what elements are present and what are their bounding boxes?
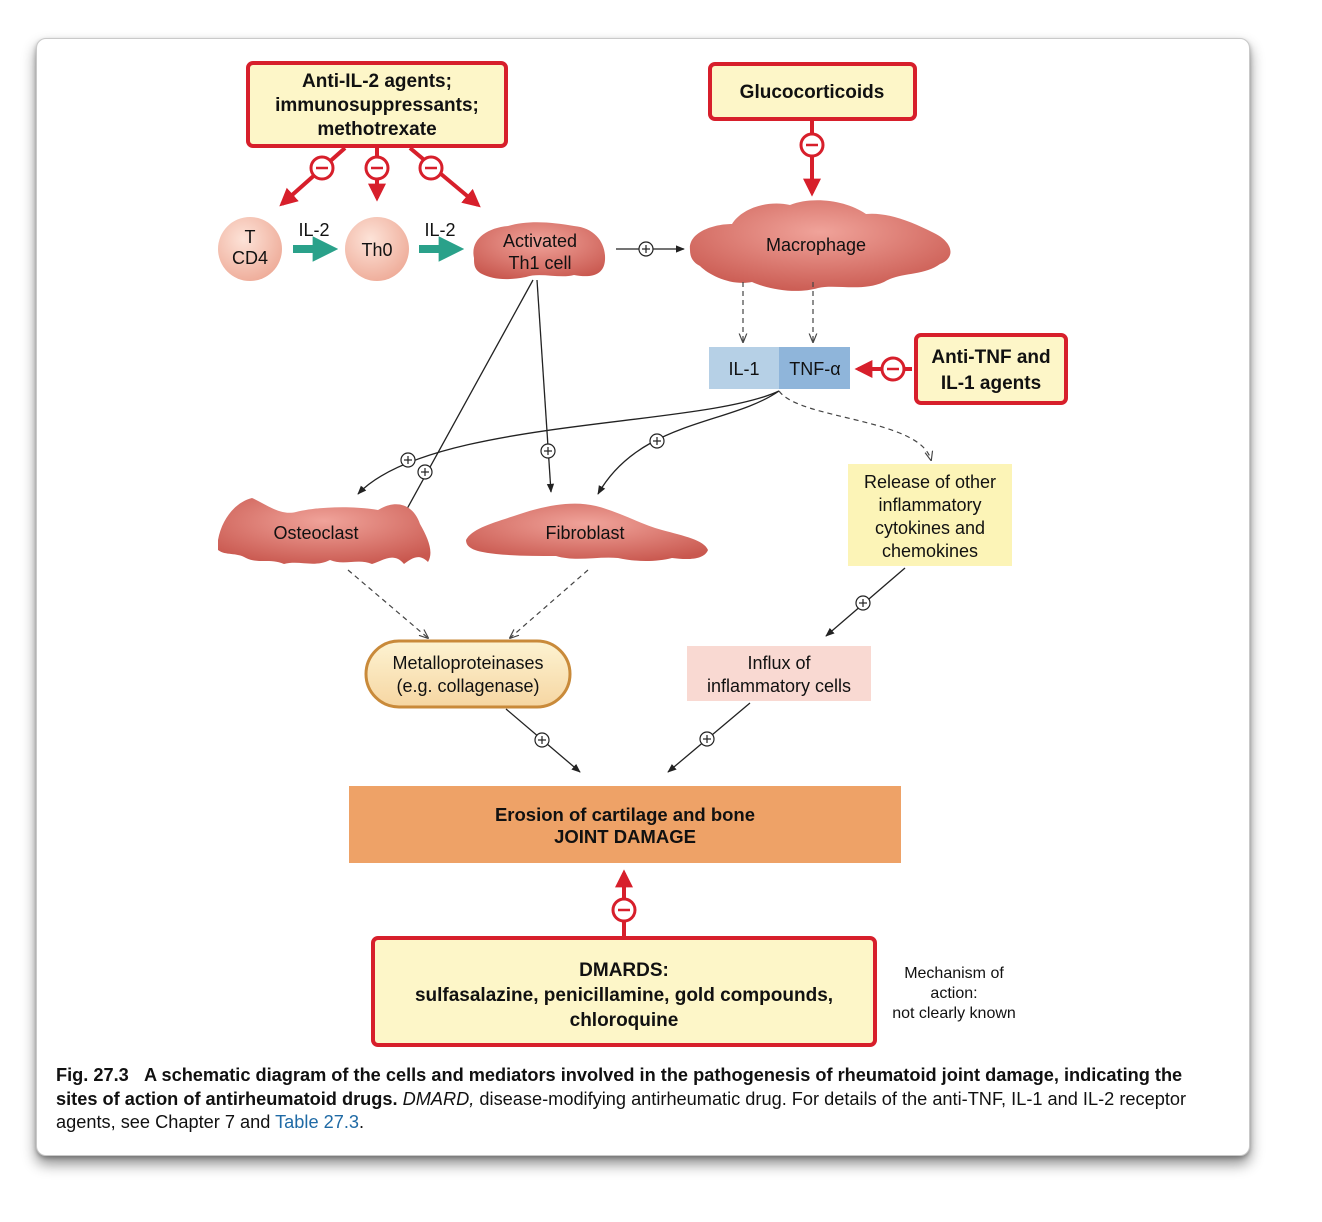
- mmp-line-1: Metalloproteinases: [392, 653, 543, 673]
- inhibit-symbol-tnf: [880, 356, 906, 382]
- plus-osteoclast-1: [400, 452, 416, 468]
- inhibit-symbol-th1: [418, 155, 444, 181]
- mmp-line-2: (e.g. collagenase): [396, 676, 539, 696]
- anti-tnf-line-2: IL-1 agents: [941, 373, 1041, 394]
- tcd4-cell: T CD4: [218, 217, 282, 281]
- anti-il2-line-1: Anti-IL-2 agents;: [302, 71, 452, 92]
- tcd4-label-2: CD4: [232, 248, 268, 268]
- activated-th1-cell: Activated Th1 cell: [473, 222, 606, 280]
- plus-osteoclast-2: [417, 464, 433, 480]
- release-box: Release of other inflammatory cytokines …: [848, 464, 1012, 566]
- osteoclast-cell: Osteoclast: [218, 498, 431, 564]
- macrophage-cell: Macrophage: [689, 200, 951, 291]
- cells-to-mmp-arrows: [347, 569, 589, 638]
- plus-influx: [855, 595, 871, 611]
- il1-box: IL-1: [709, 347, 779, 389]
- mechanism-note: Mechanism of action: not clearly known: [892, 965, 1016, 1022]
- il1-label: IL-1: [728, 359, 759, 379]
- plus-th1-macrophage: [638, 241, 654, 257]
- fibroblast-label: Fibroblast: [545, 523, 624, 543]
- anti-tnf-line-1: Anti-TNF and: [931, 347, 1050, 368]
- tcd4-label-1: T: [245, 227, 256, 247]
- plus-joint-damage: [534, 731, 715, 748]
- macrophage-to-cytokines-arrows: [743, 282, 813, 342]
- tnf-label: TNF-α: [789, 359, 840, 379]
- release-line-2: inflammatory: [878, 495, 981, 515]
- mechanism-line-1: Mechanism of: [904, 965, 1004, 982]
- tnf-to-release-arrow: [778, 390, 931, 460]
- influx-line-1: Influx of: [747, 653, 811, 673]
- release-line-4: chemokines: [882, 541, 978, 561]
- th0-label: Th0: [361, 240, 392, 260]
- th1-label-2: Th1 cell: [508, 253, 571, 273]
- release-line-1: Release of other: [864, 472, 996, 492]
- caption-end: .: [359, 1112, 365, 1132]
- il2-label-2: IL-2: [424, 220, 455, 240]
- anti-il2-line-3: methotrexate: [317, 119, 436, 140]
- cytokine-effect-arrows: [357, 279, 780, 519]
- macrophage-label: Macrophage: [766, 235, 866, 255]
- anti-tnf-box: Anti-TNF and IL-1 agents: [914, 333, 1068, 405]
- plus-fibroblast-1: [540, 443, 556, 459]
- plus-influx-joint: [699, 731, 715, 747]
- tnf-box: TNF-α: [779, 347, 850, 389]
- th0-cell: Th0: [345, 217, 409, 281]
- plus-symbols-middle: [400, 433, 665, 480]
- joint-damage-line-1: Erosion of cartilage and bone: [495, 804, 755, 825]
- inhibit-symbol-joint: [611, 897, 637, 923]
- metalloproteinases-box: Metalloproteinases (e.g. collagenase): [364, 639, 572, 709]
- dmards-line-1: DMARDS:: [579, 960, 669, 981]
- anti-il2-box: Anti-IL-2 agents; immunosuppressants; me…: [246, 61, 508, 148]
- caption-bold-text: A schematic diagram of the cells and med…: [56, 1065, 1183, 1109]
- inhibit-symbol-th0: [364, 155, 390, 181]
- inhibit-symbol-macrophage: [799, 132, 825, 158]
- osteoclast-label: Osteoclast: [273, 523, 358, 543]
- il2-label-1: IL-2: [298, 220, 329, 240]
- influx-box: Influx of inflammatory cells: [687, 646, 871, 701]
- caption-fig-number: Fig. 27.3: [56, 1065, 129, 1085]
- caption-rest-text: disease-modifying antirheumatic drug. Fo…: [56, 1088, 1187, 1133]
- figure-caption: Fig. 27.3 A schematic diagram of the cel…: [56, 1064, 1226, 1135]
- plus-mmp-joint: [534, 732, 550, 748]
- plus-fibroblast-2: [649, 433, 665, 449]
- table-27-3-link[interactable]: Table 27.3: [275, 1112, 360, 1132]
- dmards-line-3: chloroquine: [570, 1010, 679, 1031]
- dmards-line-2: sulfasalazine, penicillamine, gold compo…: [415, 985, 833, 1006]
- glucocorticoids-label: Glucocorticoids: [740, 82, 885, 103]
- inhibit-symbol-tcd4: [309, 155, 335, 181]
- anti-il2-line-2: immunosuppressants;: [275, 95, 479, 116]
- th1-label-1: Activated: [503, 231, 577, 251]
- dmards-box: DMARDS: sulfasalazine, penicillamine, go…: [371, 936, 877, 1047]
- release-line-3: cytokines and: [875, 518, 985, 538]
- joint-damage-line-2: JOINT DAMAGE: [554, 826, 696, 847]
- joint-damage-box: Erosion of cartilage and bone JOINT DAMA…: [349, 786, 901, 863]
- inhibit-symbols: [309, 132, 906, 923]
- influx-line-2: inflammatory cells: [707, 676, 851, 696]
- fibroblast-cell: Fibroblast: [466, 503, 708, 561]
- mechanism-line-2: action:: [930, 985, 977, 1002]
- mechanism-line-3: not clearly known: [892, 1005, 1016, 1022]
- caption-abbreviation: DMARD,: [402, 1088, 475, 1109]
- glucocorticoids-box: Glucocorticoids: [708, 62, 917, 121]
